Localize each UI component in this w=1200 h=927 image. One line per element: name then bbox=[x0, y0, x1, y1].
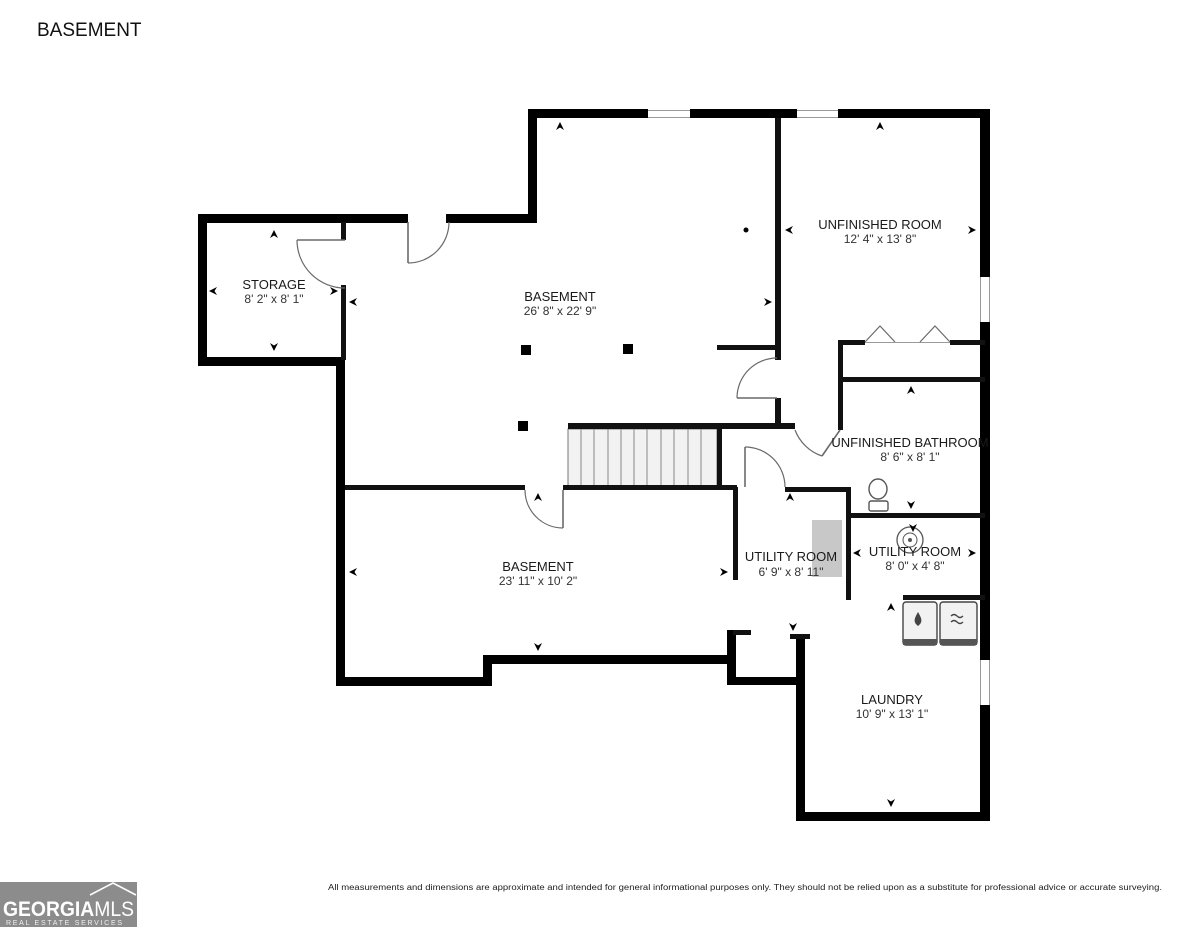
room-dimensions: 12' 4" x 13' 8" bbox=[844, 232, 916, 246]
wall-segment bbox=[796, 812, 990, 821]
room-dimensions: 8' 6" x 8' 1" bbox=[880, 450, 939, 464]
wall-segment bbox=[483, 655, 492, 686]
wall-segment bbox=[528, 109, 648, 118]
wall-segment bbox=[838, 377, 985, 382]
wall-segment bbox=[903, 595, 985, 600]
logo-name-part1: GEORGIA bbox=[3, 898, 94, 921]
room-dimensions: 26' 8" x 22' 9" bbox=[524, 304, 596, 318]
wall-segment bbox=[785, 487, 851, 492]
wall-segment bbox=[790, 634, 810, 639]
door-bathroom bbox=[794, 429, 841, 457]
wall-segment bbox=[980, 705, 990, 821]
room-name: STORAGE bbox=[242, 277, 306, 292]
wall-segment bbox=[733, 487, 738, 580]
window bbox=[648, 110, 690, 118]
room-name: UNFINISHED ROOM bbox=[818, 217, 942, 232]
room-label-basement-upper: BASEMENT 26' 8" x 22' 9" bbox=[524, 289, 596, 318]
toilet-icon bbox=[868, 478, 889, 512]
room-dimensions: 23' 11" x 10' 2" bbox=[499, 574, 577, 588]
room-label-utility-room-2: UTILITY ROOM 8' 0" x 4' 8" bbox=[869, 544, 961, 573]
exterior-walls bbox=[198, 109, 990, 821]
room-dimensions: 8' 2" x 8' 1" bbox=[244, 292, 303, 306]
page-title: BASEMENT bbox=[37, 20, 142, 41]
wall-segment bbox=[690, 109, 797, 118]
room-label-unfinished-room: UNFINISHED ROOM 12' 4" x 13' 8" bbox=[818, 217, 942, 246]
wall-segment bbox=[336, 357, 345, 686]
window bbox=[980, 277, 990, 322]
room-name: UTILITY ROOM bbox=[869, 544, 961, 559]
wall-segment bbox=[483, 655, 736, 664]
wall-segment bbox=[336, 677, 492, 686]
column bbox=[518, 421, 528, 431]
georgia-mls-logo: GEORGIAMLS REAL ESTATE SERVICES bbox=[0, 882, 137, 927]
room-label-basement-lower: BASEMENT 23' 11" x 10' 2" bbox=[499, 559, 577, 588]
wall-segment bbox=[838, 340, 843, 430]
wall-segment bbox=[980, 322, 990, 660]
room-name: UNFINISHED BATHROOM bbox=[831, 435, 988, 450]
column bbox=[623, 344, 633, 354]
doors bbox=[296, 221, 951, 529]
wall-segment bbox=[733, 630, 751, 635]
wall-segment bbox=[563, 485, 737, 490]
logo-tagline: REAL ESTATE SERVICES bbox=[6, 920, 122, 927]
logo-name: GEORGIAMLS bbox=[3, 898, 134, 921]
wall-segment bbox=[775, 118, 781, 360]
wall-segment bbox=[345, 485, 525, 490]
wall-segment bbox=[950, 340, 985, 345]
room-label-unfinished-bathroom: UNFINISHED BATHROOM 8' 6" x 8' 1" bbox=[831, 435, 988, 464]
room-name: BASEMENT bbox=[502, 559, 574, 574]
dryer-icon bbox=[939, 601, 978, 646]
wall-segment bbox=[775, 398, 781, 428]
wall-segment bbox=[717, 428, 722, 487]
windows bbox=[648, 110, 990, 705]
washer-icon bbox=[902, 601, 938, 646]
wall-segment bbox=[717, 345, 777, 350]
wall-segment bbox=[341, 285, 346, 360]
closet-bifold-doors bbox=[864, 325, 951, 343]
room-label-laundry: LAUNDRY 10' 9" x 13' 1" bbox=[856, 692, 928, 721]
room-dimensions: 10' 9" x 13' 1" bbox=[856, 707, 928, 721]
room-label-storage: STORAGE 8' 2" x 8' 1" bbox=[242, 277, 306, 306]
window bbox=[797, 110, 838, 118]
room-dimensions: 6' 9" x 8' 11" bbox=[759, 565, 824, 579]
wall-segment bbox=[446, 214, 537, 223]
wall-segment bbox=[980, 109, 990, 277]
wall-segment bbox=[848, 513, 985, 518]
wall-segment bbox=[341, 222, 346, 240]
wall-segment bbox=[838, 340, 865, 345]
wall-segment bbox=[198, 214, 207, 366]
wall-segment bbox=[568, 423, 795, 429]
room-name: UTILITY ROOM bbox=[745, 549, 837, 564]
room-dimensions: 8' 0" x 4' 8" bbox=[885, 559, 944, 573]
wall-segment bbox=[528, 109, 537, 223]
columns bbox=[518, 227, 749, 431]
door-utility bbox=[744, 446, 786, 488]
wall-segment bbox=[796, 635, 805, 821]
room-name: BASEMENT bbox=[524, 289, 596, 304]
door-top bbox=[407, 221, 450, 264]
door-lower-basement bbox=[524, 489, 564, 529]
staircase-icon bbox=[567, 428, 718, 487]
room-label-utility-room-1: UTILITY ROOM 6' 9" x 8' 11" bbox=[745, 549, 837, 579]
wall-segment bbox=[838, 109, 990, 118]
interior-walls bbox=[341, 118, 985, 639]
water-heater-icon bbox=[896, 526, 924, 554]
room-name: LAUNDRY bbox=[861, 692, 923, 707]
wall-segment bbox=[727, 677, 805, 685]
wall-segment bbox=[846, 487, 851, 600]
utility-equipment bbox=[812, 520, 842, 577]
column bbox=[521, 345, 531, 355]
window bbox=[980, 660, 990, 705]
disclaimer-text: All measurements and dimensions are appr… bbox=[328, 883, 1162, 892]
wall-segment bbox=[198, 357, 345, 366]
logo-name-part2: MLS bbox=[94, 898, 134, 921]
door-storage bbox=[296, 239, 346, 289]
door-unfinished-room bbox=[736, 357, 778, 399]
column bbox=[743, 227, 749, 233]
wall-segment bbox=[198, 214, 408, 223]
